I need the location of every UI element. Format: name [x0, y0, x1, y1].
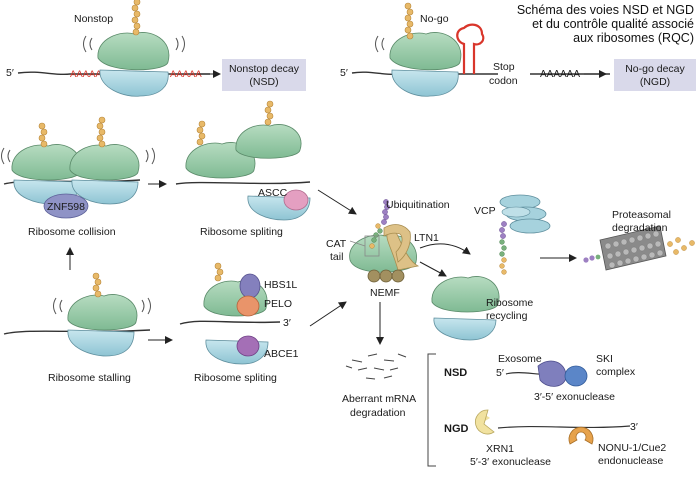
motion-marks [83, 35, 185, 53]
znf598-protein [43, 193, 89, 219]
ngd-box-line-2: (NGD) [640, 76, 670, 88]
pelo-label: PELO [264, 298, 292, 310]
ribosome-collision-label: Ribosome collision [28, 226, 116, 238]
page-title: Schéma des voies NSD et NGD et du contrô… [517, 3, 694, 45]
nonu-line-2: endonuclease [598, 455, 664, 467]
ribosome-spliting-pelo: HBS1L PELO 3′ ABCE1 Ribosome spliting [179, 262, 299, 384]
motion-marks-nogo [375, 35, 385, 53]
five-prime-label: 5′ [6, 67, 14, 79]
nogo-panel: No-go 5′ Stop codon AAAAAA No-go decay (… [340, 2, 696, 97]
proteasome: Proteasomal degradation [583, 209, 695, 271]
nsd-label: NSD [444, 367, 467, 379]
ngd-box-line-1: No-go decay [625, 63, 685, 75]
rqc-complex: Ubiquitination CAT tail LTN1 NEMF [326, 199, 450, 299]
hbs1l-label: HBS1L [264, 279, 297, 291]
stop-codon-line-2: codon [489, 75, 518, 87]
ribosome-recycling-line-2: recycling [486, 310, 528, 322]
nonstop-label: Nonstop [74, 13, 113, 25]
title-line-1: Schéma des voies NSD et NGD [517, 3, 694, 17]
ribosome [97, 32, 170, 97]
ribosome-collision: ZNF598 Ribosome collision [1, 116, 155, 238]
ribosome-spliting-label-1: Ribosome spliting [200, 226, 283, 238]
proteasomal-line-2: degradation [612, 222, 668, 234]
polya-right: AAAAA [170, 69, 202, 80]
mrna-strand [17, 71, 210, 76]
nascent-peptide [131, 0, 141, 36]
ngd-degradation: NGD 3′ XRN1 5′-3′ exonuclease NONU-1/Cue… [444, 409, 666, 468]
cat-tail-line-2: tail [330, 251, 343, 263]
hbs1l-protein [239, 273, 261, 299]
three-prime-label: 3′ [283, 317, 291, 329]
nsd-box-line-2: (NSD) [249, 76, 278, 88]
stop-codon-line-1: Stop [493, 61, 515, 73]
nsd-degradation: NSD Exosome 5′ SKI complex 3′-5′ exonucl… [444, 353, 636, 403]
nascent-peptide-nogo [404, 2, 414, 40]
ascc-protein [283, 189, 309, 211]
vcp-label: VCP [474, 205, 496, 217]
polya-nogo: AAAAAA [540, 69, 580, 80]
proteasomal-line-1: Proteasomal [612, 209, 671, 221]
aberrant-line-2: degradation [350, 407, 406, 419]
ltn1-label: LTN1 [414, 232, 439, 244]
xrn1-protein [474, 409, 495, 435]
aberrant-line-1: Aberrant mRNA [342, 393, 416, 405]
ribosome-recycling-line-1: Ribosome [486, 297, 533, 309]
nonu-line-1: NONU-1/Cue2 [598, 442, 666, 454]
ribosome-spliting-label-2: Ribosome spliting [194, 372, 277, 384]
aberrant-mrna [345, 353, 407, 380]
exosome-protein [537, 360, 567, 387]
ascc-label: ASCC [258, 187, 288, 199]
five-prime-label-nsd: 5′ [496, 367, 504, 379]
ubiquitin-chain [381, 199, 390, 225]
cat-tail-line-1: CAT [326, 238, 347, 250]
ribosome-recycling: Ribosome recycling [431, 276, 533, 341]
exosome-label: Exosome [498, 353, 542, 365]
abce1-label: ABCE1 [264, 348, 299, 360]
ribosome-nogo [389, 32, 462, 97]
xrn1-line-2: 5′-3′ exonuclease [470, 456, 551, 468]
ribosome-stalling-label: Ribosome stalling [48, 372, 131, 384]
znf598-label: ZNF598 [47, 201, 85, 213]
nonstop-panel: Nonstop 5′ AAAAA AAAAA Nonstop decay (NS… [6, 0, 306, 97]
ngd-label: NGD [444, 423, 469, 435]
vcp-complex: VCP [474, 194, 551, 275]
ngd-box [614, 59, 696, 91]
title-line-2: et du contrôle qualité associé [532, 17, 694, 31]
ribosome-spliting-ascc: ASCC Ribosome spliting [175, 100, 311, 238]
ski-protein [564, 365, 588, 387]
exo-35-label: 3′-5′ exonuclease [534, 391, 615, 403]
five-prime-label-nogo: 5′ [340, 67, 348, 79]
ribosome-stalling: Ribosome stalling [3, 247, 151, 384]
pelo-protein [236, 295, 260, 317]
bracket [427, 353, 436, 467]
abce1-protein [236, 335, 260, 357]
ski-line-2: complex [596, 366, 636, 378]
stem-loop [456, 23, 485, 74]
xrn1-line-1: XRN1 [486, 443, 514, 455]
ubiquitination-label: Ubiquitination [386, 199, 450, 211]
nsd-box-line-1: Nonstop decay [229, 63, 300, 75]
title-line-3: aux ribosomes (RQC) [573, 31, 694, 45]
polya-left: AAAAA [70, 69, 102, 80]
ski-line-1: SKI [596, 353, 613, 365]
nogo-label: No-go [420, 13, 449, 25]
three-prime-label-ngd: 3′ [630, 421, 638, 433]
nemf-label: NEMF [370, 287, 400, 299]
nemf-protein [367, 269, 381, 283]
nsd-box [222, 59, 306, 91]
nonu-protein [568, 426, 594, 445]
